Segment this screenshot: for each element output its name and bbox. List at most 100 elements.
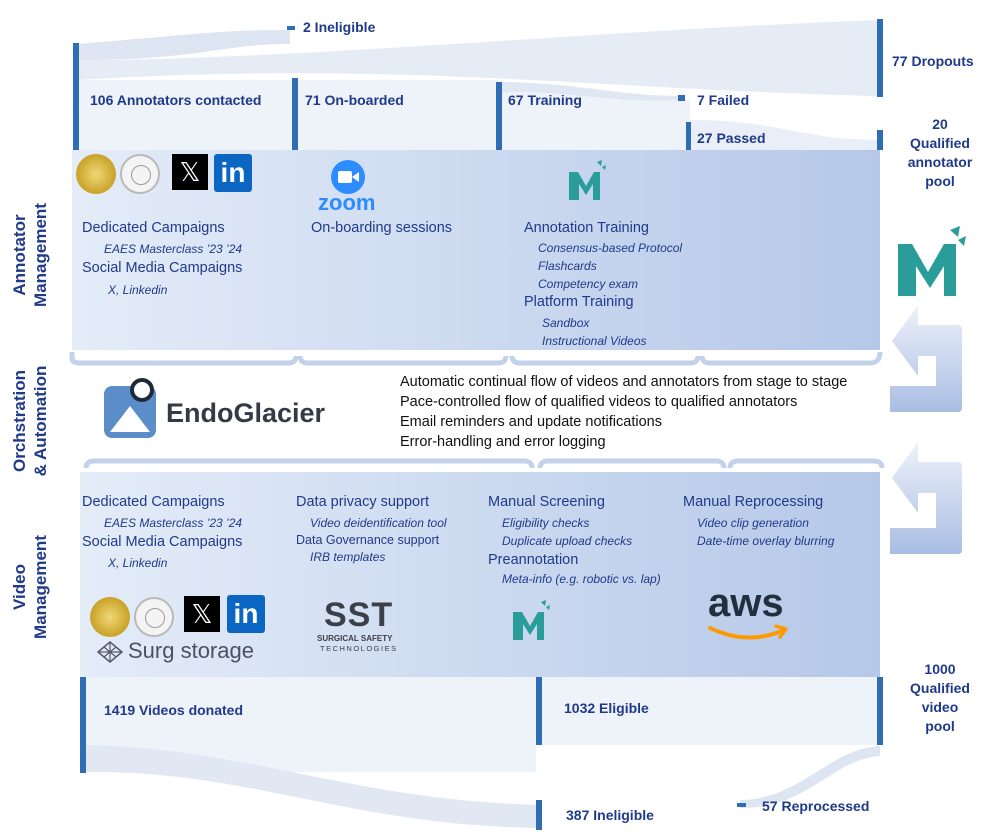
label-failed: 7 Failed [697, 92, 750, 108]
instructional-videos-label: Instructional Videos [542, 334, 647, 348]
linkedin-logo-icon: in [214, 154, 252, 192]
bracket-a2 [297, 355, 509, 366]
eligibility-checks-label: Eligibility checks [502, 516, 590, 530]
flow-band-onboarded [298, 80, 498, 150]
bracket-a1 [69, 352, 299, 366]
flow-band-eligible [540, 677, 880, 745]
onboarding-sessions-label: On-boarding sessions [311, 220, 453, 236]
competency-exam-label: Competency exam [538, 277, 639, 291]
bar-ineligible-top [287, 26, 295, 30]
flow-band-training-to-failed [502, 82, 680, 101]
bar-contacted [73, 43, 79, 150]
label-ineligible-top: 2 Ineligible [303, 19, 376, 35]
section-orchestration: Orchstration & Automation [10, 365, 50, 477]
label-videos-donated: 1419 Videos donated [104, 702, 244, 718]
bar-training [496, 82, 502, 150]
flashcards-label: Flashcards [538, 259, 597, 273]
aws-logo-text: aws [708, 581, 784, 625]
bracket-v2 [537, 458, 727, 469]
irb-templates-label: IRB templates [310, 550, 386, 564]
platform-training-label: Platform Training [524, 294, 634, 310]
m-teal-logo-icon [569, 160, 606, 200]
loop-arrow-upper [890, 305, 962, 412]
data-privacy-support-label: Data privacy support [296, 494, 429, 510]
manual-screening-label: Manual Screening [488, 494, 605, 510]
bar-video-pool [877, 677, 883, 745]
annotator-x-linkedin: X, Linkedin [108, 283, 168, 297]
zoom-camera-icon [331, 160, 365, 194]
video-x-logo-icon: 𝕏 [184, 596, 220, 632]
loop-arrow-lower [890, 442, 962, 554]
annotator-social-media-campaigns: Social Media Campaigns [82, 260, 243, 276]
bar-dropouts [877, 19, 883, 97]
m-teal-large-logo-icon [898, 226, 966, 296]
sst-logo-line1: SURGICAL SAFETY [317, 634, 393, 643]
label-reprocessed: 57 Reprocessed [762, 798, 870, 814]
video-clip-generation-label: Video clip generation [697, 516, 809, 530]
label-qualified-annotator-pool: 20 Qualified annotator pool [907, 116, 973, 189]
preannotation-label: Preannotation [488, 552, 579, 568]
bar-eligible [536, 677, 542, 745]
bar-donated [80, 677, 86, 773]
flow-band-contacted [78, 80, 294, 150]
bar-passed [686, 122, 691, 150]
bar-onboarded [292, 78, 298, 150]
flow-band-reprocessed [740, 746, 880, 808]
bracket-a4 [699, 351, 883, 366]
automation-line-1: Automatic continual flow of videos and a… [400, 374, 848, 390]
data-governance-support-label: Data Governance support [296, 533, 440, 547]
automation-line-3: Email reminders and update notifications [400, 414, 662, 430]
label-dropouts: 77 Dropouts [892, 53, 974, 69]
video-society-seal-icon [134, 597, 174, 637]
meta-info-label: Meta-info (e.g. robotic vs. lap) [502, 572, 661, 586]
manual-reprocessing-label: Manual Reprocessing [683, 494, 824, 510]
surg-storage-logo-text: Surg storage [128, 638, 254, 663]
bar-annotator-pool [877, 130, 883, 150]
label-onboarded: 71 On-boarded [305, 92, 404, 108]
label-eligible: 1032 Eligible [564, 700, 649, 716]
bracket-v3 [727, 458, 885, 469]
bracket-a3 [509, 355, 701, 366]
label-annotators-contacted: 106 Annotators contacted [90, 92, 262, 108]
flow-band-top [78, 30, 290, 60]
eaes-gold-seal-icon [76, 154, 116, 194]
sst-logo-text: SST [324, 596, 394, 634]
endoglacier-logo-text: EndoGlacier [166, 398, 326, 428]
label-passed: 27 Passed [697, 130, 766, 146]
automation-line-2: Pace-controlled flow of qualified videos… [400, 394, 798, 410]
video-deidentification-label: Video deidentification tool [310, 516, 447, 530]
automation-line-4: Error-handling and error logging [400, 434, 606, 450]
sandbox-label: Sandbox [542, 316, 590, 330]
label-ineligible-bottom: 387 Ineligible [566, 807, 654, 823]
zoom-logo-text: zoom [318, 190, 376, 215]
endoglacier-mountain-icon [104, 378, 156, 438]
video-management-panel [80, 472, 880, 677]
flow-band-passed-to-pool [690, 120, 880, 150]
annotation-training-label: Annotation Training [524, 220, 649, 236]
video-eaes-masterclass: EAES Masterclass ’23 ’24 [104, 516, 243, 530]
annotator-dedicated-campaigns: Dedicated Campaigns [82, 220, 225, 236]
flow-band-donated [84, 677, 536, 772]
surg-storage-grid-icon [96, 641, 124, 663]
date-time-overlay-blurring-label: Date-time overlay blurring [697, 534, 835, 548]
sst-logo-line2: TECHNOLOGIES [320, 644, 398, 653]
flow-band-ineligible [84, 745, 540, 828]
society-seal-icon [120, 154, 160, 194]
video-social-media-campaigns: Social Media Campaigns [82, 534, 243, 550]
video-dedicated-campaigns: Dedicated Campaigns [82, 494, 225, 510]
label-qualified-video-pool: 1000 Qualified video pool [910, 661, 970, 734]
video-m-teal-logo-icon [513, 600, 550, 640]
consensus-protocol-label: Consensus-based Protocol [538, 241, 683, 255]
label-training: 67 Training [508, 92, 582, 108]
aws-smile-icon [708, 624, 788, 640]
bar-ineligible-bottom [536, 800, 542, 830]
video-linkedin-logo-icon: in [227, 595, 265, 633]
annotator-eaes-masterclass: EAES Masterclass ’23 ’24 [104, 242, 243, 256]
bracket-v1 [83, 458, 535, 469]
video-x-linkedin: X, Linkedin [108, 556, 168, 570]
x-logo-icon: 𝕏 [172, 154, 208, 190]
bar-reprocessed [737, 803, 746, 807]
flow-band-dropouts [78, 20, 880, 96]
bar-failed [678, 95, 685, 101]
